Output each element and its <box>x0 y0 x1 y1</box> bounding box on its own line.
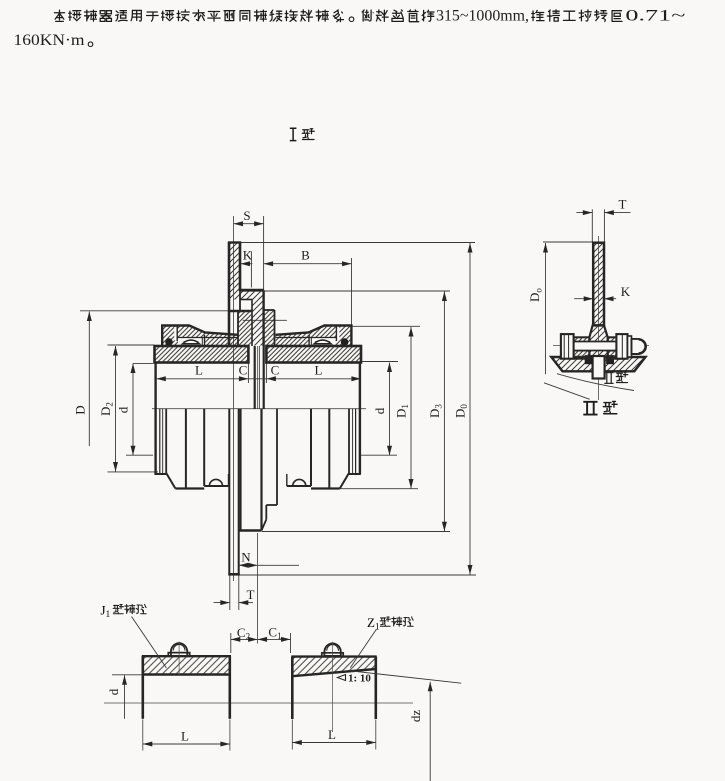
svg-text:L: L <box>328 727 336 742</box>
svg-text:T: T <box>247 587 255 602</box>
svg-text:0.71~: 0.71~ <box>625 8 685 25</box>
svg-text:L: L <box>315 363 323 378</box>
svg-text:1: 10: 1: 10 <box>348 673 371 685</box>
svg-text:C: C <box>271 363 280 378</box>
svg-text:d: d <box>106 688 121 695</box>
svg-text:d: d <box>116 406 131 413</box>
svg-text:d: d <box>372 407 387 414</box>
svg-text:315~1000mm,: 315~1000mm, <box>436 8 529 25</box>
svg-text:L: L <box>181 729 189 744</box>
svg-text:160KN·m: 160KN·m <box>14 32 85 49</box>
svg-text:T: T <box>619 197 627 212</box>
svg-text:dz: dz <box>408 710 423 723</box>
svg-text:S: S <box>243 208 250 223</box>
svg-text:K: K <box>243 248 253 263</box>
svg-text:K: K <box>621 284 631 299</box>
svg-text:J1: J1 <box>101 603 111 620</box>
svg-text:C: C <box>239 363 248 378</box>
svg-text:D: D <box>73 405 88 414</box>
svg-text:L: L <box>195 363 203 378</box>
svg-text:B: B <box>301 248 310 263</box>
svg-text:N: N <box>241 550 251 565</box>
